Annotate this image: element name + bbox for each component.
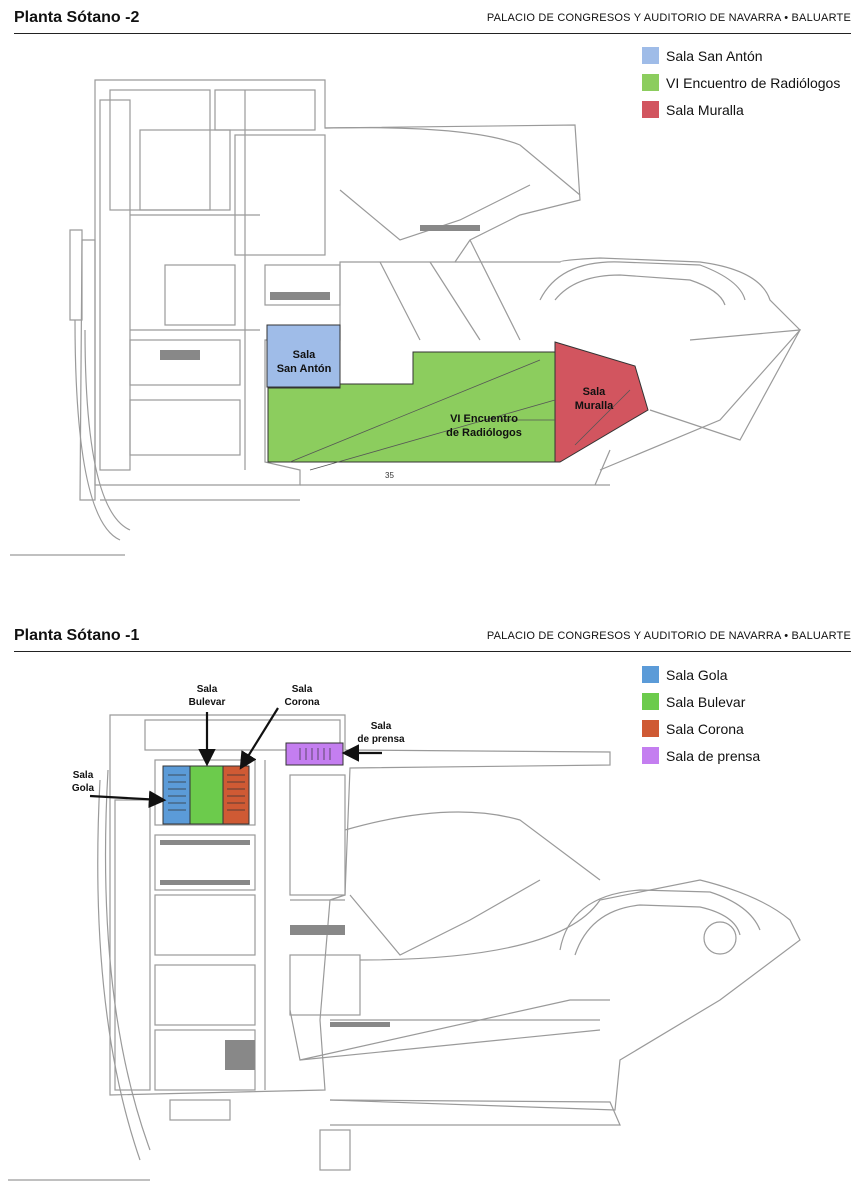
legend-swatch: [642, 693, 659, 710]
venue-name: PALACIO DE CONGRESOS Y AUDITORIO DE NAVA…: [486, 630, 851, 642]
legend-sotano-2: Sala San Antón VI Encuentro de Radiólogo…: [642, 42, 840, 123]
building-outline: [109, 714, 611, 1096]
legend-swatch: [642, 720, 659, 737]
legend-swatch: [642, 74, 659, 91]
legend-item-encuentro: VI Encuentro de Radiólogos: [642, 69, 840, 96]
floor-title: Planta Sótano -1: [14, 627, 140, 644]
label-san-anton-2: San Antón: [277, 363, 332, 375]
room-sala-prensa: [285, 742, 344, 766]
label-encuentro-2: de Radiólogos: [446, 427, 522, 439]
label-prensa-2: de prensa: [357, 734, 405, 745]
label-muralla-1: Sala: [583, 386, 607, 398]
header-planta-sotano-2: Planta Sótano -2 PALACIO DE CONGRESOS Y …: [14, 5, 851, 34]
legend-item-san-anton: Sala San Antón: [642, 42, 840, 69]
legend-item-corona: Sala Corona: [642, 715, 760, 742]
label-prensa-1: Sala: [371, 721, 392, 732]
legend-label: Sala de prensa: [666, 747, 761, 764]
label-bulevar-2: Bulevar: [189, 697, 226, 708]
label-muralla-2: Muralla: [575, 400, 614, 412]
label-encuentro-1: VI Encuentro: [450, 413, 518, 425]
floor-title: Planta Sótano -2: [14, 9, 140, 26]
room-sala-bulevar: [189, 765, 224, 825]
legend-swatch: [642, 747, 659, 764]
label-gola-1: Sala: [73, 770, 94, 781]
label-bulevar-1: Sala: [197, 684, 218, 695]
floor-plan-sotano-2: Sala San Antón VI Encuentro de Radiólogo…: [10, 79, 802, 556]
venue-name: PALACIO DE CONGRESOS Y AUDITORIO DE NAVA…: [486, 12, 851, 24]
legend-label: VI Encuentro de Radiólogos: [666, 74, 841, 91]
legend-item-muralla: Sala Muralla: [642, 96, 840, 123]
legend-label: Sala Gola: [666, 666, 728, 683]
legend-swatch: [642, 47, 659, 64]
label-gola-2: Gola: [72, 783, 95, 794]
legend-swatch: [642, 666, 659, 683]
legend-item-prensa: Sala de prensa: [642, 742, 760, 769]
legend-item-gola: Sala Gola: [642, 661, 760, 688]
header-planta-sotano-1: Planta Sótano -1 PALACIO DE CONGRESOS Y …: [14, 623, 851, 652]
room-number: 35: [385, 471, 394, 480]
room-sala-corona: [222, 765, 250, 825]
room-sala-san-anton: [266, 324, 341, 388]
arrow-corona: [239, 707, 279, 770]
arrow-gola: [89, 790, 167, 809]
label-san-anton-1: Sala: [293, 349, 317, 361]
legend-sotano-1: Sala Gola Sala Bulevar Sala Corona Sala …: [642, 661, 760, 769]
legend-label: Sala San Antón: [666, 47, 763, 64]
room-sala-muralla: [554, 341, 649, 463]
legend-label: Sala Muralla: [666, 101, 744, 118]
label-corona-1: Sala: [292, 684, 313, 695]
legend-label: Sala Bulevar: [666, 693, 746, 710]
floor-plan-sotano-1: Sala Bulevar Sala Corona Sala de prensa …: [8, 684, 801, 1181]
label-corona-2: Corona: [285, 697, 320, 708]
room-vi-encuentro: [267, 351, 556, 463]
building-outline: [94, 79, 581, 486]
legend-swatch: [642, 101, 659, 118]
legend-label: Sala Corona: [666, 720, 744, 737]
legend-item-bulevar: Sala Bulevar: [642, 688, 760, 715]
